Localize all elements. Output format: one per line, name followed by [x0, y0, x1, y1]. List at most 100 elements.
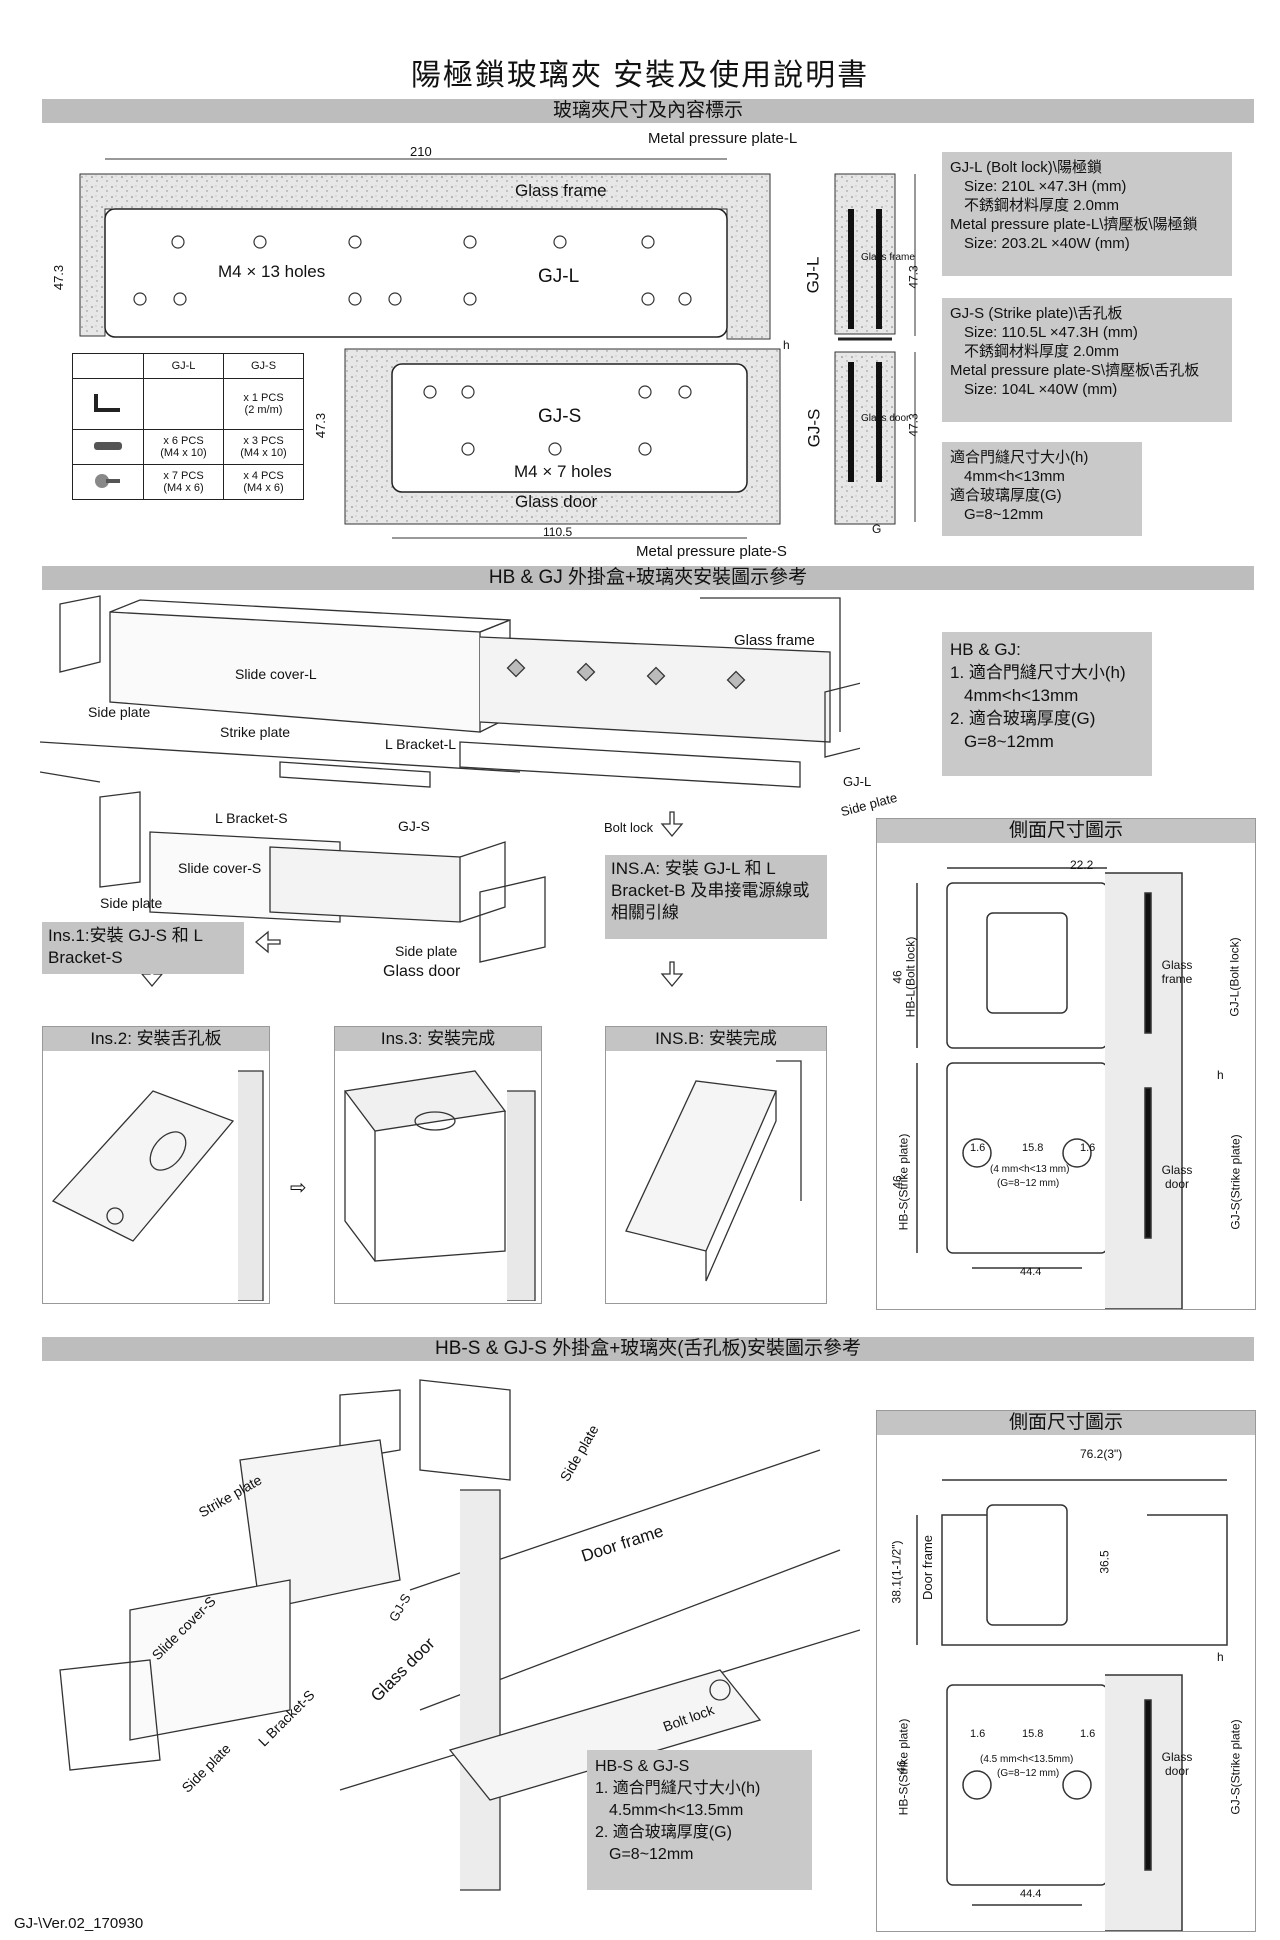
sv2-dim-15-8: 15.8: [1022, 1728, 1044, 1740]
sv2-dim-36-5: 36.5: [1097, 1550, 1112, 1574]
section3-band: HB-S & GJ-S 外掛盒+玻璃夾(舌孔板)安裝圖示參考: [42, 1337, 1254, 1361]
spec-h-box: 適合門縫尺寸大小(h) 4mm<h<13mm 適合玻璃厚度(G) G=8~12m…: [942, 442, 1142, 536]
metal-pressure-plate-l-label: Metal pressure plate-L: [648, 130, 798, 147]
side-plate-label-1: Side plate: [88, 704, 151, 720]
parts-table: GJ-L GJ-S x 1 PCS (2 m/m) x 6 PCS (M4 x …: [72, 353, 304, 500]
page-title: 陽極鎖玻璃夾 安裝及使用說明書: [410, 59, 870, 92]
side-dim-47-3-l: 47.3: [906, 265, 921, 289]
spec-h-line-4: G=8~12mm: [964, 506, 1044, 523]
hb-gj-info-3: 4mm<h<13mm: [964, 686, 1079, 705]
section1-band: 玻璃夾尺寸及內容標示: [42, 99, 1254, 123]
s3-info-1: HB-S & GJ-S: [595, 1758, 690, 1775]
ins-b-panel: INS.B: 安裝完成: [605, 1026, 827, 1304]
sv2-gj-s-label: GJ-S(Strike plate): [1228, 1719, 1243, 1815]
sv2-door-frame-label: Door frame: [920, 1534, 936, 1601]
sv2-dim-1-6-a: 1.6: [970, 1728, 986, 1740]
side-view-head-1: 側面尺寸圖示: [877, 819, 1255, 843]
holes13-label: M4 × 13 holes: [218, 262, 326, 281]
s3-info-2: 1. 適合門縫尺寸大小(h): [595, 1780, 761, 1797]
spec-l-line-3: 不銹鋼材料厚度 2.0mm: [964, 197, 1120, 214]
hex-key-icon: [72, 378, 144, 430]
s3-info-4: 2. 適合玻璃厚度(G): [595, 1824, 732, 1841]
side-gj-l-label: GJ-L: [803, 256, 823, 294]
sv2-glass-door-label: Glass door: [1161, 1750, 1193, 1778]
ins-2-head: Ins.2: 安裝舌孔板: [43, 1027, 269, 1051]
side-plate-label-2: Side plate: [100, 895, 163, 911]
side-glass-door-label: Glass door: [861, 413, 910, 424]
spec-l-line-1: GJ-L (Bolt lock)\陽極鎖: [950, 159, 1102, 176]
l-bracket-s-label: L Bracket-S: [215, 810, 288, 826]
ins-1-box: Ins.1:安裝 GJ-S 和 L Bracket-S: [42, 922, 244, 974]
sv1-hb-l-label: HB-L(Bolt lock): [903, 936, 918, 1018]
ins-a-box: INS.A: 安裝 GJ-L 和 L Bracket-B 及串接電源線或相關引線: [605, 855, 827, 939]
gj-s-label: GJ-S: [538, 406, 582, 427]
hb-gj-info-2: 1. 適合門縫尺寸大小(h): [950, 663, 1126, 682]
side-view-panel-2: 側面尺寸圖示: [876, 1410, 1256, 1932]
side-h-label: h: [783, 338, 790, 352]
holes7-label: M4 × 7 holes: [514, 462, 612, 481]
sv1-dim-1-6-a: 1.6: [970, 1142, 986, 1154]
ins-b-drawing: [625, 1060, 802, 1282]
sv2-h-label: h: [1217, 1650, 1224, 1664]
table-header-gj-s: GJ-S: [223, 353, 304, 379]
set-screw-icon: [72, 429, 144, 465]
spec-l-line-4: Metal pressure plate-L\擠壓板\陽極鎖: [950, 216, 1198, 233]
sv1-gj-s-label: GJ-S(Strike plate): [1228, 1134, 1243, 1230]
sv2-hb-s-label: HB-S(Strike plate): [896, 1718, 911, 1816]
sv1-dim-22-2: 22.2: [1070, 858, 1094, 872]
side-view-panel-1: 側面尺寸圖示: [876, 818, 1256, 1310]
table-cell-r3-c1: x 7 PCS (M4 x 6): [143, 464, 224, 500]
sv1-range-2: (G=8~12 mm): [997, 1178, 1060, 1189]
l-bracket-l-label: L Bracket-L: [385, 736, 457, 752]
ins-2-drawing: [51, 1070, 264, 1302]
table-cell-r1-c2: x 1 PCS (2 m/m): [223, 378, 304, 430]
hb-gj-info-4: 2. 適合玻璃厚度(G): [950, 709, 1096, 728]
spec-l-line-2: Size: 210L ×47.3H (mm): [964, 178, 1127, 195]
glass-frame-label-2: Glass frame: [734, 632, 815, 649]
hb-gj-exploded-drawing: [40, 595, 860, 988]
ins-3-panel: Ins.3: 安裝完成: [334, 1026, 542, 1304]
ins-3-head: Ins.3: 安裝完成: [335, 1027, 541, 1051]
sv2-dim-1-6-b: 1.6: [1080, 1728, 1096, 1740]
slide-cover-l-label: Slide cover-L: [235, 666, 317, 682]
sv1-range-1: (4 mm<h<13 mm): [990, 1164, 1070, 1175]
table-cell-r3-c2: x 4 PCS (M4 x 6): [223, 464, 304, 500]
table-cell-r2-c2: x 3 PCS (M4 x 10): [223, 429, 304, 465]
spec-gj-l-box: GJ-L (Bolt lock)\陽極鎖 Size: 210L ×47.3H (…: [942, 152, 1232, 276]
section2-band: HB & GJ 外掛盒+玻璃夾安裝圖示參考: [42, 566, 1254, 590]
spec-s-line-1: GJ-S (Strike plate)\舌孔板: [950, 305, 1123, 322]
hb-gj-info-5: G=8~12mm: [964, 732, 1054, 751]
sv1-gj-l-label: GJ-L(Bolt lock): [1227, 937, 1242, 1017]
strike-plate-label: Strike plate: [220, 724, 291, 740]
ins-b-head: INS.B: 安裝完成: [606, 1027, 826, 1051]
spec-l-line-5: Size: 203.2L ×40W (mm): [964, 235, 1130, 252]
dim-110-5: 110.5: [543, 525, 573, 539]
glass-door-label: Glass door: [515, 492, 598, 511]
side-glass-frame-label: Glass frame: [861, 252, 915, 263]
dim-47-3-l: 47.3: [51, 264, 67, 291]
ins-2-panel: Ins.2: 安裝舌孔板: [42, 1026, 270, 1304]
side-view-head-2: 側面尺寸圖示: [877, 1411, 1255, 1435]
slide-cover-s-label: Slide cover-S: [178, 860, 262, 876]
s3-info-3: 4.5mm<h<13.5mm: [609, 1802, 744, 1819]
spec-gj-s-box: GJ-S (Strike plate)\舌孔板 Size: 110.5L ×47…: [942, 298, 1232, 422]
sv1-glass-frame-label: Glass frame: [1161, 958, 1193, 986]
side-plate-label-3: Side plate: [395, 943, 458, 959]
side-dim-47-3-s: 47.3: [906, 413, 921, 437]
ins-arrow-right: ⇨: [290, 1177, 307, 1199]
glass-clamp-dimension-drawing: [79, 158, 916, 539]
spec-s-line-5: Size: 104L ×40W (mm): [964, 381, 1118, 398]
hb-gj-info-1: HB & GJ:: [950, 640, 1021, 659]
spec-h-line-2: 4mm<h<13mm: [964, 468, 1065, 485]
spec-h-line-1: 適合門縫尺寸大小(h): [950, 449, 1089, 466]
glass-frame-label: Glass frame: [515, 181, 607, 200]
gj-s-label-2: GJ-S: [398, 818, 430, 834]
dim-210: 210: [410, 144, 432, 159]
sv1-dim-1-6-b: 1.6: [1080, 1142, 1096, 1154]
table-cell-r1-c1: [143, 378, 224, 430]
spec-s-line-3: 不銹鋼材料厚度 2.0mm: [964, 343, 1120, 360]
dim-47-3-s: 47.3: [313, 412, 329, 439]
flat-screw-icon: [72, 464, 144, 500]
sv2-range-1: (4.5 mm<h<13.5mm): [980, 1754, 1074, 1765]
bolt-lock-label: Bolt lock: [604, 820, 654, 835]
